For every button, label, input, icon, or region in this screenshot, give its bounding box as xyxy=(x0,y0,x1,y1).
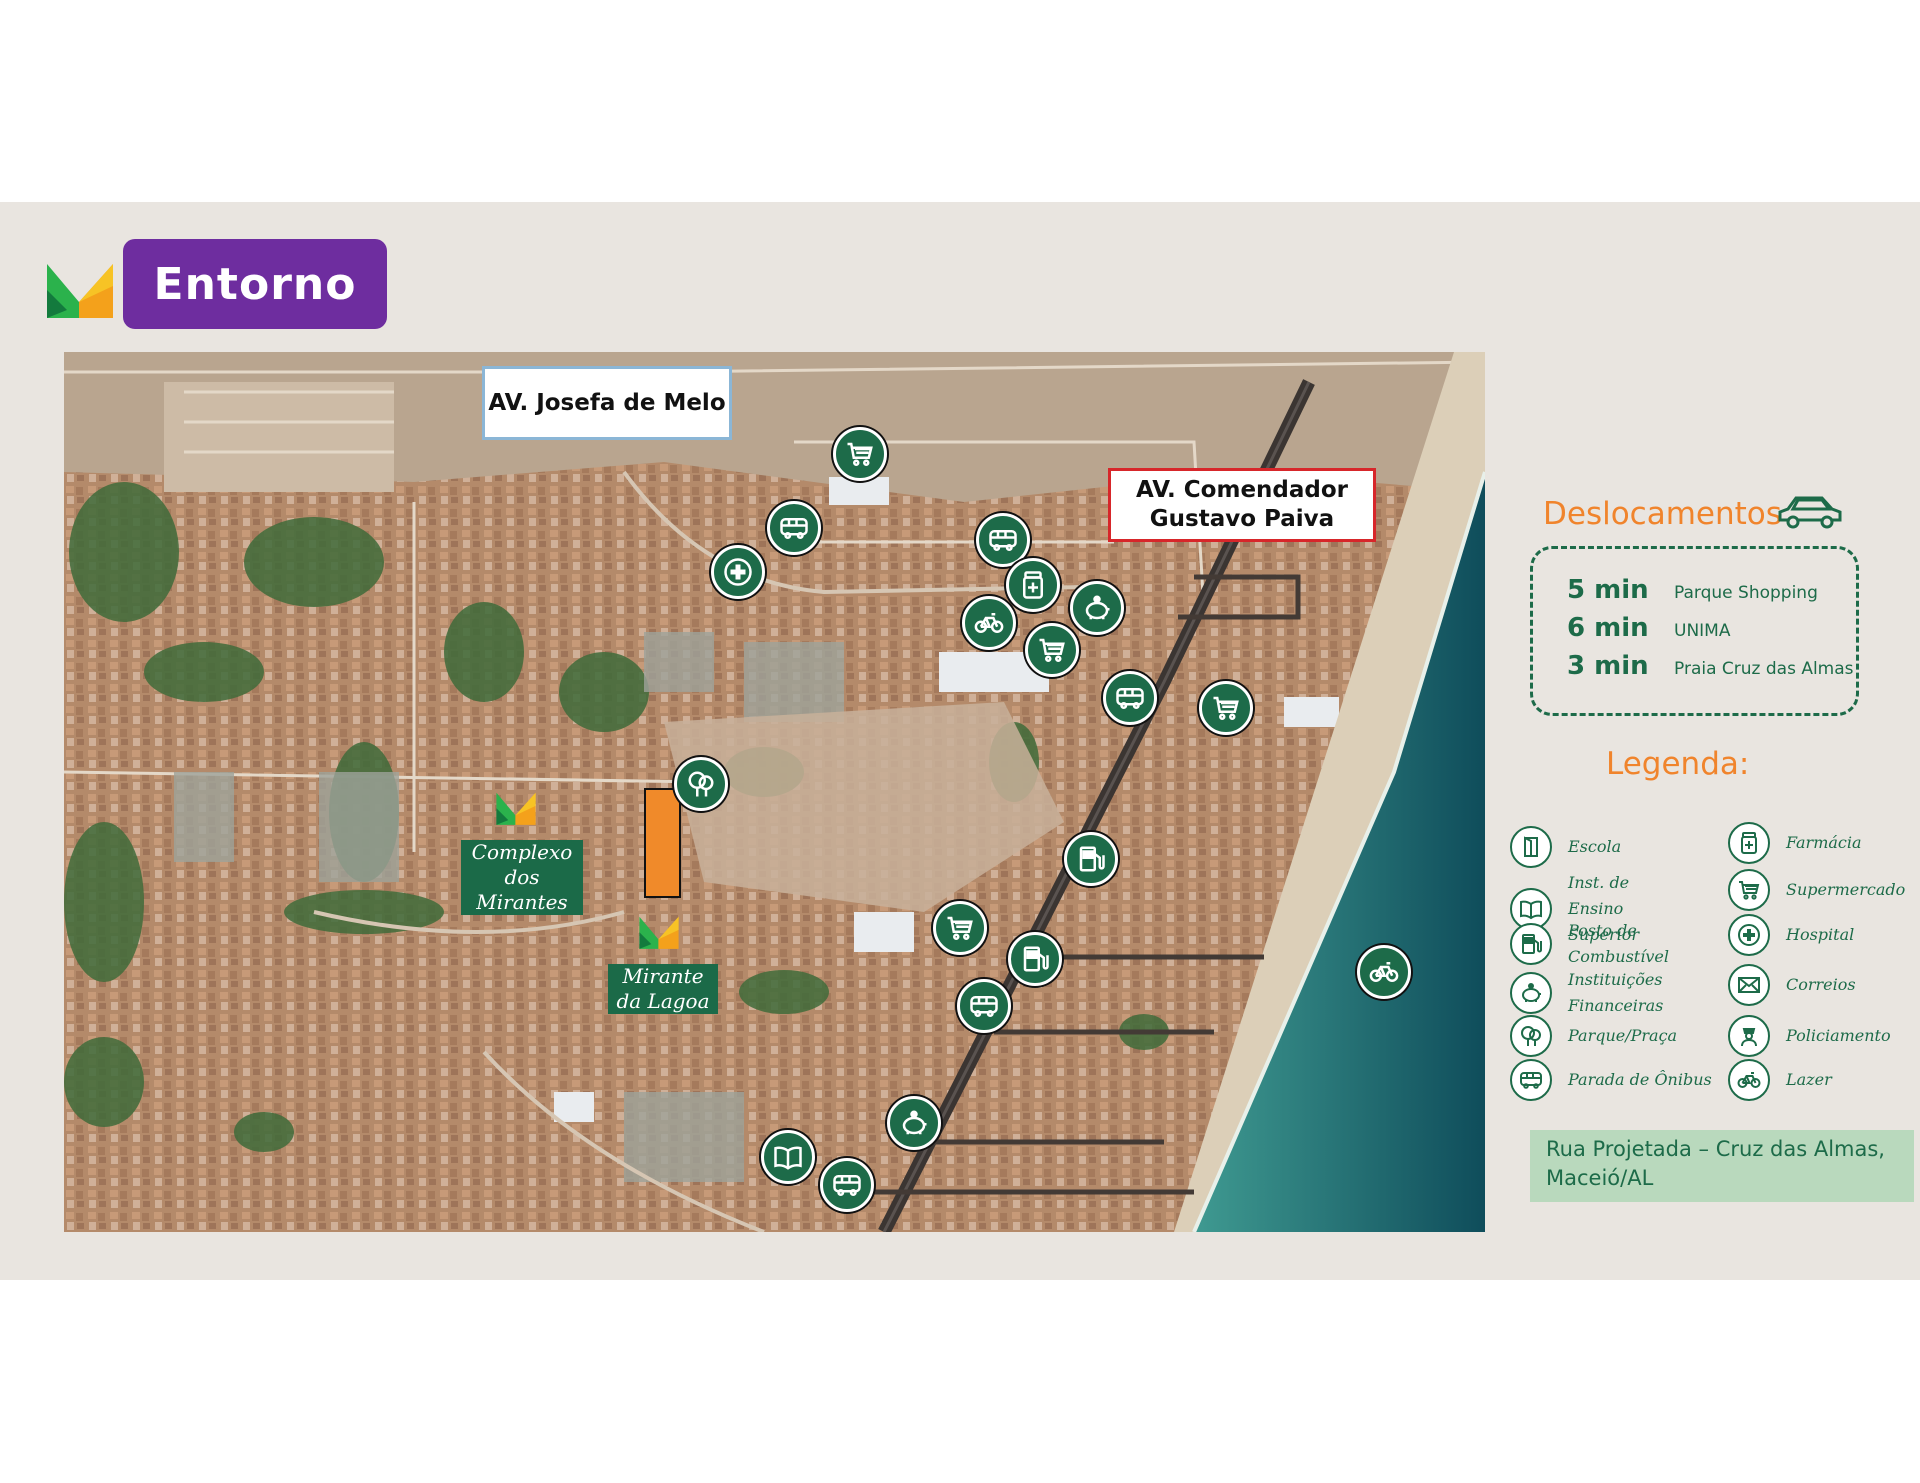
mirante-logo-icon xyxy=(639,916,679,949)
supermarket-icon xyxy=(1728,869,1770,911)
bank-icon xyxy=(1510,972,1552,1014)
page-title: Entorno xyxy=(123,239,387,329)
project-site-marker[interactable] xyxy=(644,788,681,898)
park-icon xyxy=(1510,1015,1552,1057)
deslocamento-place: Praia Cruz das Almas xyxy=(1674,659,1854,679)
legend-item-ensino-superior: Inst. de Ensino Superior xyxy=(1510,870,1688,948)
legend-item-policiamento: Policiamento xyxy=(1728,1015,1920,1057)
deslocamentos-box: 5 min Parque Shopping 6 min UNIMA 3 min … xyxy=(1530,546,1859,716)
legend-item-lazer: Lazer xyxy=(1728,1059,1920,1101)
complexo-logo-icon xyxy=(496,792,536,825)
legend-label: Parque/Praça xyxy=(1568,1026,1678,1045)
legend-item-correios: Correios xyxy=(1728,964,1920,1006)
bicycle-icon xyxy=(1728,1059,1770,1101)
map-poi-supermarket-icon[interactable] xyxy=(933,901,987,955)
avenue-josefa-label: AV. Josefa de Melo xyxy=(482,366,732,440)
police-icon xyxy=(1728,1015,1770,1057)
legend-item-financeiras: Instituições Financeiras xyxy=(1510,967,1678,1019)
deslocamento-place: Parque Shopping xyxy=(1674,583,1818,603)
map-poi-bus-icon[interactable] xyxy=(976,513,1030,567)
satellite-map[interactable]: AV. Josefa de Melo AV. Comendador Gustav… xyxy=(64,352,1485,1232)
legend-item-escola: Escola xyxy=(1510,826,1718,868)
map-poi-bus-icon[interactable] xyxy=(820,1158,874,1212)
brand-logo xyxy=(47,264,113,318)
map-poi-bus-icon[interactable] xyxy=(957,979,1011,1033)
fuel-icon xyxy=(1510,923,1552,965)
legend-title: Legenda: xyxy=(1606,746,1750,782)
map-poi-park-icon[interactable] xyxy=(674,757,728,811)
legend-label: Instituições Financeiras xyxy=(1568,970,1664,1015)
map-poi-supermarket-icon[interactable] xyxy=(1025,623,1079,677)
avenue-comendador-label: AV. Comendador Gustavo Paiva xyxy=(1108,468,1376,542)
complexo-label: Complexo dos Mirantes xyxy=(461,840,583,915)
map-poi-bicycle-icon[interactable] xyxy=(1357,945,1411,999)
legend-label: Inst. de Ensino Superior xyxy=(1568,873,1640,944)
legend-label: Escola xyxy=(1568,837,1622,856)
map-poi-bus-icon[interactable] xyxy=(1103,671,1157,725)
bus-icon xyxy=(1510,1059,1552,1101)
deslocamentos-title: Deslocamentos xyxy=(1543,496,1782,532)
map-poi-supermarket-icon[interactable] xyxy=(833,427,887,481)
map-poi-fuel-icon[interactable] xyxy=(1064,832,1118,886)
legend-item-posto: Posto de Combustível xyxy=(1510,918,1678,970)
map-poi-bicycle-icon[interactable] xyxy=(962,596,1016,650)
legend-item-parada-onibus: Parada de Ônibus xyxy=(1510,1059,1718,1101)
map-poi-supermarket-icon[interactable] xyxy=(1199,681,1253,735)
deslocamento-item: 5 min Parque Shopping xyxy=(1567,575,1818,605)
map-poi-fuel-icon[interactable] xyxy=(1008,932,1062,986)
map-poi-pharmacy-icon[interactable] xyxy=(1006,558,1060,612)
legend-label: Posto de Combustível xyxy=(1568,921,1669,966)
legend-label: Correios xyxy=(1786,975,1856,994)
deslocamento-item: 6 min UNIMA xyxy=(1567,613,1730,643)
legend-label: Policiamento xyxy=(1786,1026,1891,1045)
legend-item-hospital: Hospital xyxy=(1728,914,1920,956)
deslocamento-time: 5 min xyxy=(1567,575,1649,605)
map-poi-bank-icon[interactable] xyxy=(1070,581,1124,635)
map-poi-bus-icon[interactable] xyxy=(767,501,821,555)
legend-label: Parada de Ônibus xyxy=(1568,1070,1712,1089)
deslocamento-place: UNIMA xyxy=(1674,621,1731,641)
map-poi-book-icon[interactable] xyxy=(761,1130,815,1184)
legend-label: Hospital xyxy=(1786,925,1855,944)
pharmacy-icon xyxy=(1728,822,1770,864)
legend-item-farmacia: Farmácia xyxy=(1728,822,1920,864)
mirante-label: Mirante da Lagoa xyxy=(608,964,718,1014)
legend-label: Lazer xyxy=(1786,1070,1832,1089)
car-icon xyxy=(1778,496,1842,529)
deslocamento-time: 3 min xyxy=(1567,651,1649,681)
address-box: Rua Projetada – Cruz das Almas, Maceió/A… xyxy=(1530,1130,1914,1202)
legend-item-parque: Parque/Praça xyxy=(1510,1015,1718,1057)
school-icon xyxy=(1510,826,1552,868)
deslocamento-item: 3 min Praia Cruz das Almas xyxy=(1567,651,1854,681)
legend-label: Supermercado xyxy=(1786,880,1906,899)
deslocamento-time: 6 min xyxy=(1567,613,1649,643)
hospital-icon xyxy=(1728,914,1770,956)
map-poi-bank-icon[interactable] xyxy=(887,1096,941,1150)
mail-icon xyxy=(1728,964,1770,1006)
legend-label: Farmácia xyxy=(1786,833,1862,852)
legend-item-supermercado: Supermercado xyxy=(1728,869,1920,911)
map-poi-hospital-icon[interactable] xyxy=(711,545,765,599)
